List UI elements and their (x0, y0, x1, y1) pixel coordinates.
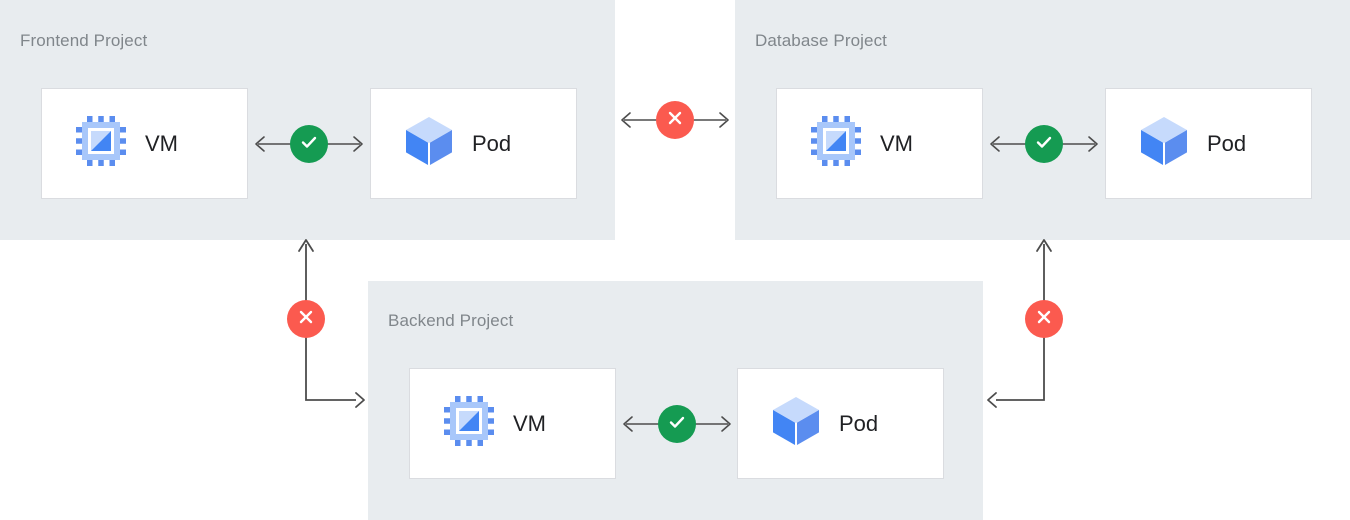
card-database-pod[interactable]: Pod (1105, 88, 1312, 199)
x-circle-icon (665, 108, 685, 133)
x-circle-icon (296, 307, 316, 332)
card-backend-pod[interactable]: Pod (737, 368, 944, 479)
card-frontend-vm-label: VM (145, 130, 178, 156)
status-badge-backend-internal[interactable] (658, 405, 696, 443)
check-circle-icon (298, 131, 320, 158)
panel-frontend-title: Frontend Project (20, 31, 148, 50)
check-circle-icon (666, 411, 688, 438)
status-badge-frontend-database[interactable] (656, 101, 694, 139)
card-backend-pod-label: Pod (839, 410, 879, 436)
vm-chip-icon (75, 115, 127, 172)
vm-chip-icon (810, 115, 862, 172)
status-badge-database-internal[interactable] (1025, 125, 1063, 163)
pod-cube-icon (1139, 115, 1189, 172)
check-circle-icon (1033, 131, 1055, 158)
card-backend-vm-label: VM (513, 410, 546, 436)
pod-cube-icon (771, 395, 821, 452)
card-frontend-pod-label: Pod (472, 130, 512, 156)
x-circle-icon (1034, 307, 1054, 332)
card-database-pod-label: Pod (1207, 130, 1247, 156)
card-frontend-pod[interactable]: Pod (370, 88, 577, 199)
card-database-vm[interactable]: VM (776, 88, 983, 199)
pod-cube-icon (404, 115, 454, 172)
status-badge-database-backend[interactable] (1025, 300, 1063, 338)
panel-backend-title: Backend Project (388, 311, 514, 330)
panel-database-title: Database Project (755, 31, 888, 50)
status-badge-frontend-backend[interactable] (287, 300, 325, 338)
vm-chip-icon (443, 395, 495, 452)
card-backend-vm[interactable]: VM (409, 368, 616, 479)
card-frontend-vm[interactable]: VM (41, 88, 248, 199)
card-database-vm-label: VM (880, 130, 913, 156)
status-badge-frontend-internal[interactable] (290, 125, 328, 163)
